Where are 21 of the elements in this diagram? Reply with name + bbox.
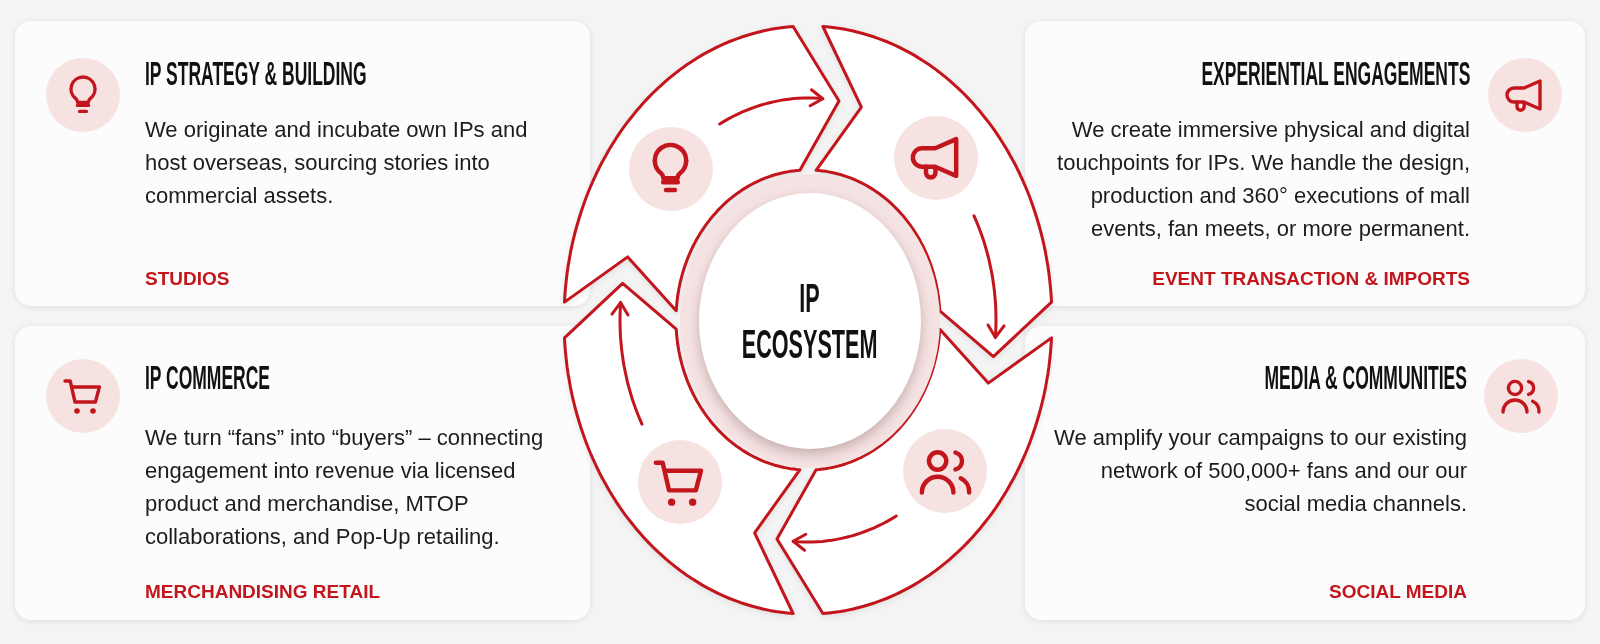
cycle-arrow: [718, 88, 825, 126]
card-title: EXPERIENTIAL ENGAGEMENTS: [1201, 57, 1470, 91]
hub-title: IP ECOSYSTEM: [742, 275, 878, 367]
category-label: MERCHANDISING RETAIL: [145, 582, 381, 602]
category-label: EVENT TRANSACTION & IMPORTS: [1152, 269, 1470, 289]
card-description: We amplify your campaigns to our existing network of 500,000+ fans and our our social media channels.: [1053, 424, 1467, 518]
service-card: [1025, 21, 1585, 306]
category-label: SOCIAL MEDIA: [1329, 582, 1467, 602]
cycle-arrow: [610, 301, 644, 426]
card-description: We turn “fans” into “buyers” – connecting engagement into revenue via licensed product and merchandise, MTOP collaborations, and Pop-Up retailing.: [145, 424, 545, 551]
cycle-arrow: [791, 514, 898, 552]
card-title: MEDIA & COMMUNITIES: [1264, 361, 1467, 395]
category-label: STUDIOS: [145, 269, 230, 289]
service-card: [15, 326, 590, 620]
cycle-arrow: [972, 214, 1006, 339]
card-description: We create immersive physical and digital touchpoints for IPs. We handle the design, production and 360° executions of mall events, fan meets, or more permanent.: [1056, 116, 1470, 243]
card-title: IP STRATEGY & BUILDING: [145, 57, 367, 91]
service-card: [15, 21, 590, 306]
card-title: IP COMMERCE: [145, 361, 271, 395]
card-description: We originate and incubate own IPs and host overseas, sourcing stories into commercial assets.: [145, 116, 529, 210]
service-card: [1025, 326, 1585, 620]
